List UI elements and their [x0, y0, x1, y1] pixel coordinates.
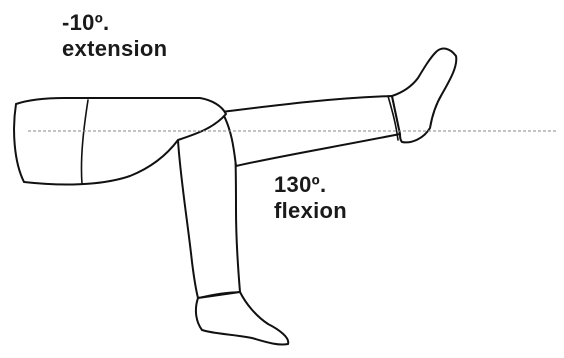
- extension-label: -10º. extension: [62, 10, 167, 62]
- flexion-label: 130º. flexion: [274, 172, 347, 224]
- extension-angle: -10º.: [62, 10, 167, 36]
- flexion-text: flexion: [274, 198, 347, 224]
- flexion-angle: 130º.: [274, 172, 347, 198]
- flexed-foot: [196, 292, 288, 345]
- extension-text: extension: [62, 36, 167, 62]
- flexed-shin: [178, 112, 240, 298]
- extended-foot: [392, 49, 456, 143]
